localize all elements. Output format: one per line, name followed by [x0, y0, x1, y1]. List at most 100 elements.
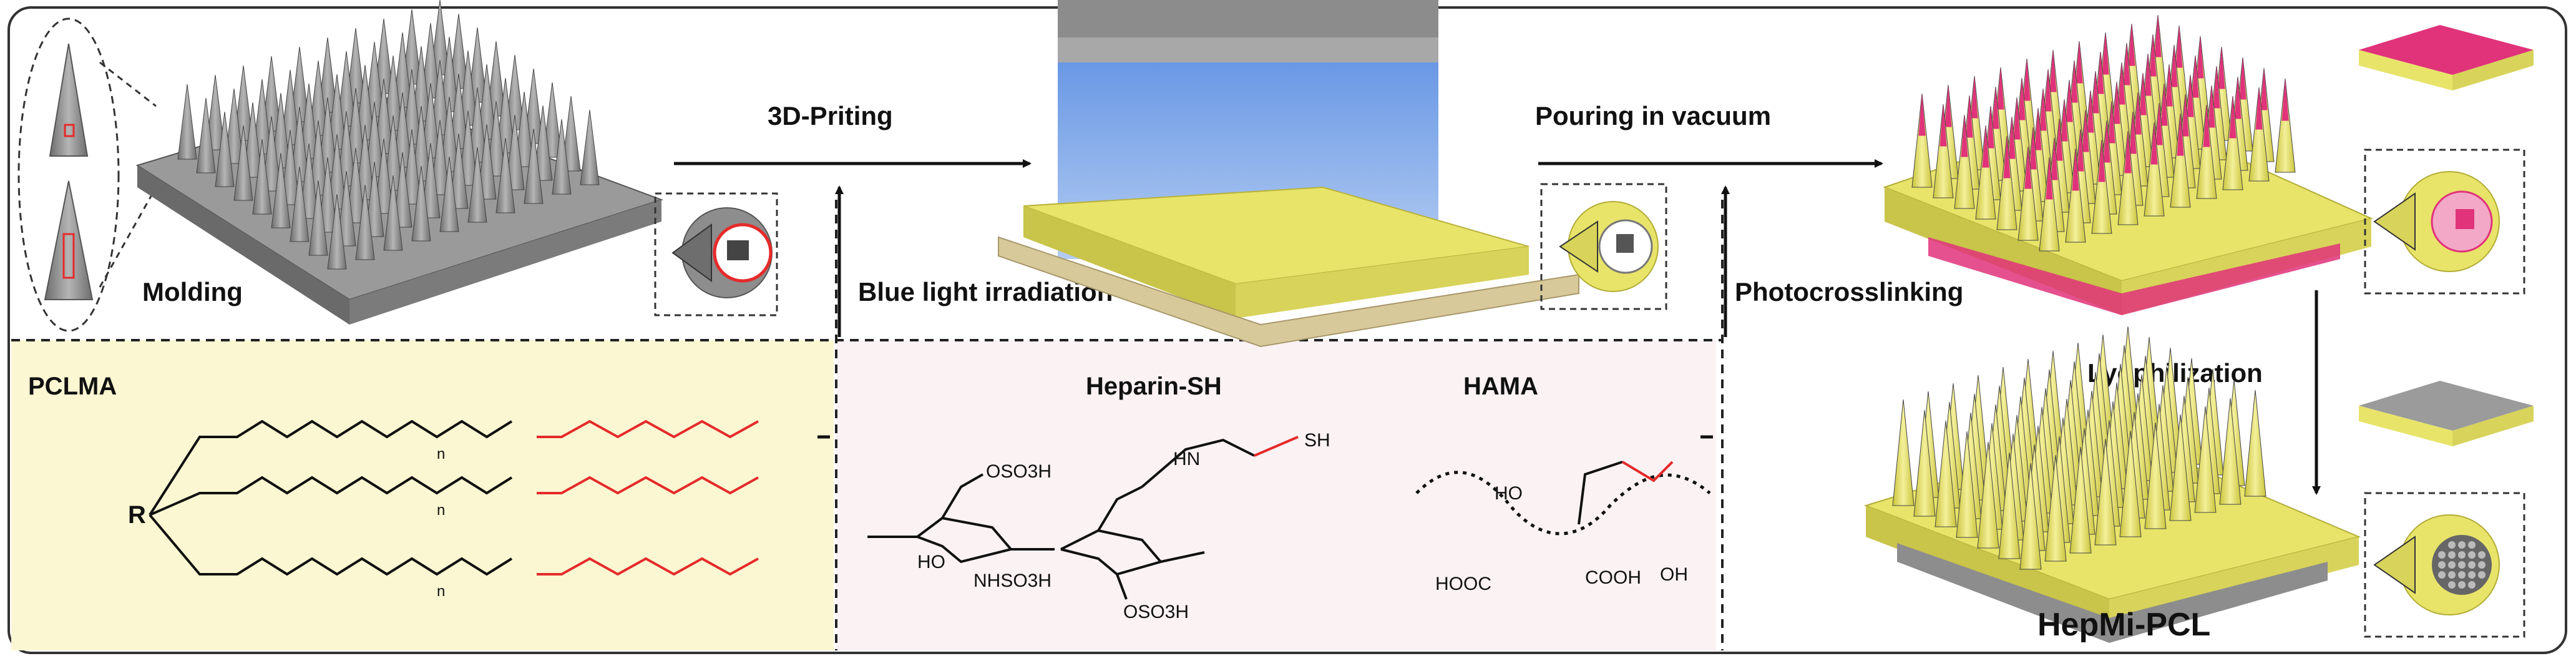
needle-tip-loaded [1971, 76, 1978, 119]
needle-cone [2170, 113, 2191, 208]
pclma-arm: n [149, 476, 759, 519]
pore [2468, 551, 2476, 559]
needle-cone [421, 142, 441, 218]
heparin-group-nhso3h: NHSO3H [973, 571, 1051, 591]
needle-cone [393, 152, 412, 228]
pore [2448, 561, 2456, 569]
needle-tip-loaded [2113, 82, 2120, 124]
needle-detail-ellipse [17, 17, 157, 332]
gray-needle-inset [654, 192, 778, 316]
needle-cone [1933, 104, 1954, 198]
pore [2468, 561, 2476, 569]
needle-tip-loaded [2008, 117, 2016, 159]
heparin-group-oso3h-bottom: OSO3H [1123, 602, 1189, 622]
needle-cone [233, 125, 253, 201]
needle-cone [1998, 452, 2021, 559]
needle-cone [411, 165, 431, 242]
needle-tip-loaded [2076, 41, 2083, 84]
needle-cone [467, 147, 487, 223]
needle-cone [2144, 122, 2165, 217]
needle-tip-loaded [2082, 110, 2089, 152]
needle-tip-loaded [2139, 73, 2147, 115]
needle-tip-loaded [1918, 94, 1926, 136]
needle-tip-loaded [1939, 104, 1947, 147]
pore [2478, 571, 2486, 579]
needle-cone [336, 170, 356, 247]
needle-cone [318, 157, 338, 233]
needle-tip-loaded [2182, 94, 2189, 137]
pouring-label: Pouring in vacuum [1535, 101, 1771, 130]
needle-tip-loaded [2260, 68, 2268, 110]
needle-tip-loaded [2155, 103, 2163, 145]
needle-cone [2065, 148, 2086, 243]
needle-tip-loaded [2213, 66, 2220, 109]
needle-tip-loaded [2024, 147, 2032, 189]
needle-tip-loaded [2192, 56, 2199, 98]
needle-tip-loaded [1982, 125, 1989, 168]
repeat-subscript: n [437, 583, 445, 600]
needle-tip-loaded [2144, 54, 2152, 96]
needle-tip-loaded [2255, 87, 2263, 130]
needle-tip-loaded [2197, 36, 2204, 79]
needle-tip-loaded [2134, 92, 2142, 135]
needle-tip-loaded [2203, 105, 2210, 147]
pore [2438, 571, 2446, 579]
pore [2468, 541, 2476, 549]
needle-cone [2222, 95, 2243, 190]
needle-tip-loaded [2049, 50, 2057, 92]
needle-cone [1892, 399, 1915, 506]
needle-cone [280, 129, 300, 205]
needle-tip-loaded [1992, 87, 1999, 129]
needle-tip-loaded [2175, 26, 2183, 68]
needle-cone [2219, 398, 2242, 505]
needle-tip-loaded [2087, 91, 2094, 133]
needle-tip-loaded [2177, 114, 2184, 156]
photocrosslinking-label: Photocrosslinking [1735, 277, 1963, 306]
needle-tip-loaded [1961, 115, 1968, 157]
needle-tip-loaded [2034, 108, 2042, 150]
needle-cone [205, 74, 225, 150]
needle-cone [542, 82, 562, 158]
needle-cone [561, 95, 581, 172]
needle-cone [355, 184, 375, 260]
needle-cone [1913, 409, 1936, 517]
hama-group-oh: OH [1660, 564, 1688, 585]
repeat-subscript: n [437, 446, 445, 463]
needle-tip-loaded [2208, 86, 2215, 128]
needle-cone [271, 152, 291, 228]
heparin-group-oso3h-top: OSO3H [986, 461, 1051, 482]
needle-tip-loaded [2039, 89, 2047, 131]
needle-cone [2169, 414, 2192, 521]
needle-detail-bottom [44, 180, 94, 300]
needle-cone [374, 138, 394, 214]
pore [2448, 551, 2456, 559]
needle-cone [2196, 104, 2217, 199]
needle-tip-loaded [2029, 127, 2037, 170]
needle-tip-loaded [2124, 131, 2132, 174]
needle-tip-loaded [2003, 136, 2011, 179]
hydrogel-panel [836, 340, 1716, 650]
needle-cone [458, 110, 478, 186]
pore [2468, 571, 2476, 579]
hama-name: HAMA [1463, 373, 1538, 400]
molding-label: Molding [142, 277, 243, 306]
needle-cone [430, 119, 450, 195]
needle-cone [1954, 114, 1975, 209]
needle-tip-loaded [2281, 79, 2289, 121]
needle-cone [196, 97, 216, 174]
heparin-group-sh: SH [1304, 430, 1330, 451]
needle-cone [290, 166, 310, 242]
needle-tip-loaded [2023, 59, 2031, 101]
needle-tip-loaded [2129, 112, 2137, 154]
needle-tip-loaded [2218, 47, 2225, 89]
needle-tip-loaded [2170, 45, 2178, 87]
needle-cone [2275, 78, 2296, 173]
needle-cone [449, 133, 469, 209]
heparin-group-hn: HN [1173, 449, 1200, 469]
needle-tip-loaded [1944, 85, 1952, 127]
needle-cone [2119, 430, 2142, 537]
needle-cone [2069, 446, 2092, 554]
needle-cone [299, 143, 319, 219]
